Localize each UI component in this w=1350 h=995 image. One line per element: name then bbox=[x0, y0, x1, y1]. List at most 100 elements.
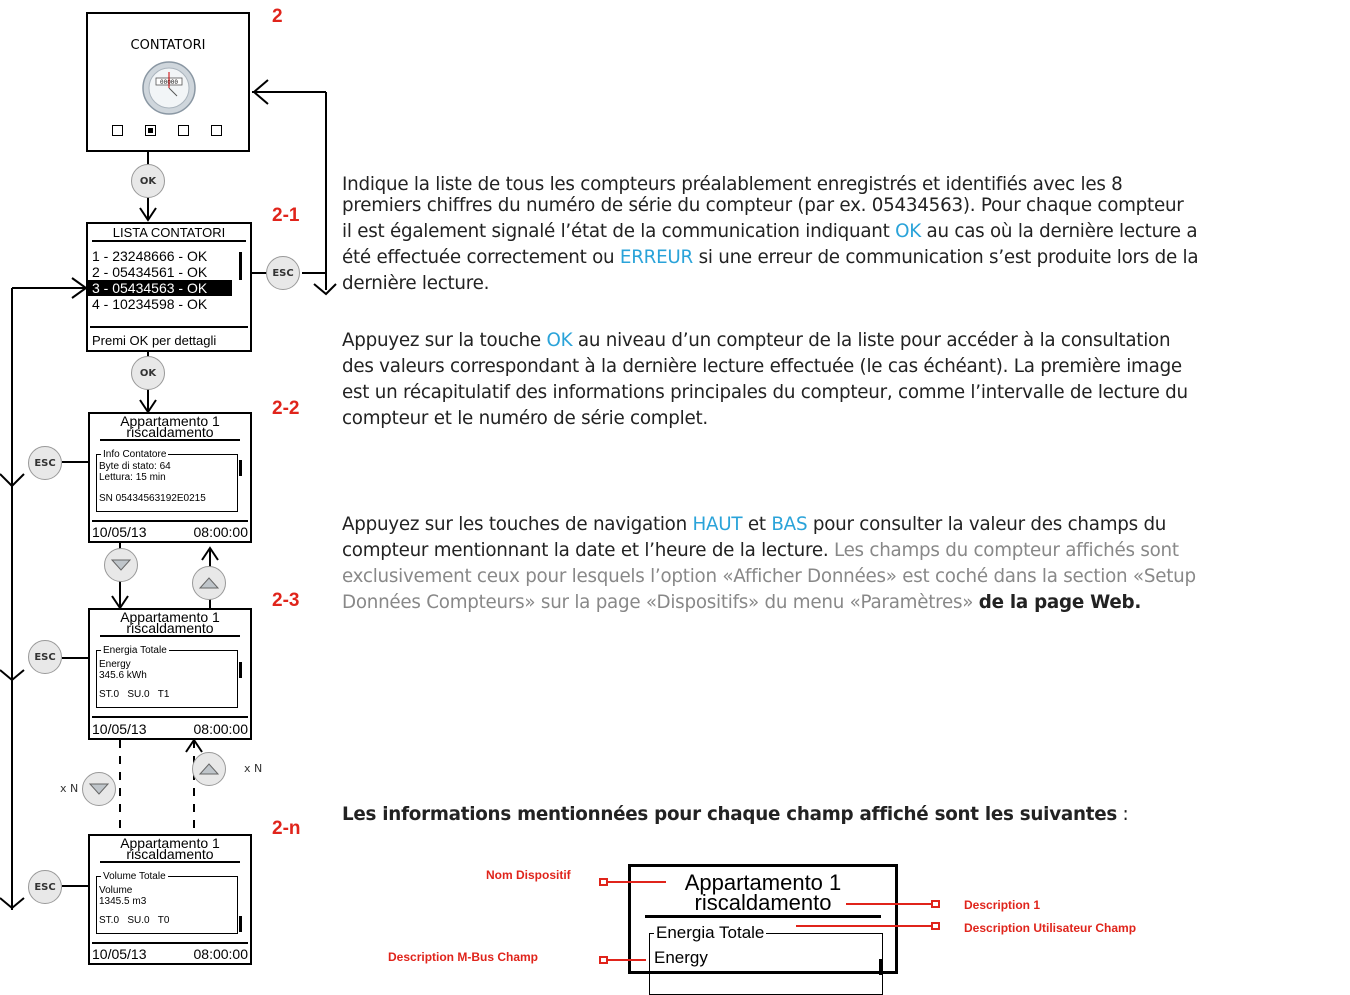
field-value-text: 1345.5 m3 bbox=[99, 896, 147, 907]
scrollbar[interactable] bbox=[239, 916, 242, 932]
text-line: compteur mentionnant la date et l’heure … bbox=[342, 538, 1342, 564]
text-line: Appuyez sur la touche OK au niveau d’un … bbox=[342, 328, 1342, 354]
page-dot-4 bbox=[211, 125, 222, 136]
date-text: 10/05/13 bbox=[92, 946, 147, 962]
field-group-box: Volume Totale Volume 1345.5 m3 ST.0 SU.0… bbox=[96, 871, 238, 934]
legend-screen: Appartamento 1 riscaldamento Energia Tot… bbox=[628, 864, 898, 995]
paragraph-field-info-heading: Les informations mentionnées pour chaque… bbox=[342, 802, 1342, 828]
serial-number-text: SN 05434563192E0215 bbox=[99, 493, 206, 504]
legend-group-box: Energia Totale Energy bbox=[649, 923, 883, 995]
down-button[interactable] bbox=[82, 772, 116, 806]
screen-description: riscaldamento bbox=[100, 425, 240, 441]
text-span: pour consulter la valeur des champs du bbox=[807, 514, 1167, 535]
text-line: dernière lecture. bbox=[342, 273, 490, 294]
arrow-down-icon bbox=[88, 783, 110, 795]
text-line: est un récapitulatif des informations pr… bbox=[342, 382, 1188, 403]
highlight-ok: OK bbox=[895, 221, 921, 242]
text-span-bold: de la page Web. bbox=[978, 592, 1142, 613]
text-span: : bbox=[1117, 804, 1129, 825]
text-span: été effectuée correctement ou bbox=[342, 247, 620, 268]
text-span: au cas où la dernière lecture a bbox=[920, 221, 1198, 242]
page-dot-3 bbox=[178, 125, 189, 136]
time-text: 08:00:00 bbox=[193, 946, 249, 962]
screen-device-name: Appartamento 1 bbox=[120, 835, 220, 851]
date-time-bar: 10/05/13 08:00:00 bbox=[92, 721, 248, 737]
up-button[interactable] bbox=[192, 566, 226, 600]
field-name-text: Volume bbox=[99, 885, 133, 896]
text-span: au niveau d’un compteur de la liste pour… bbox=[572, 330, 1171, 351]
highlight-ok: OK bbox=[546, 330, 573, 351]
legend-label-desc-mbus: Description M-Bus Champ bbox=[388, 950, 539, 964]
screen-description: riscaldamento bbox=[100, 621, 240, 637]
screen-contatori: CONTATORI 00000 bbox=[86, 12, 250, 152]
ok-button[interactable]: OK bbox=[131, 356, 165, 390]
text-line: Indique la liste de tous les compteurs p… bbox=[342, 174, 1123, 195]
group-title: Info Contatore bbox=[101, 449, 169, 460]
legend-field-name: Energy bbox=[654, 948, 708, 967]
text-line: compteur et le numéro de série complet. bbox=[342, 408, 708, 429]
meter-gauge-icon: 00000 bbox=[142, 61, 196, 115]
status-byte-text: Byte di stato: 64 bbox=[99, 461, 171, 472]
esc-button[interactable]: ESC bbox=[28, 446, 62, 480]
esc-button[interactable]: ESC bbox=[28, 640, 62, 674]
legend-connectors bbox=[599, 878, 940, 964]
legend-description: riscaldamento bbox=[694, 890, 832, 915]
step-label-2-1: 2-1 bbox=[272, 205, 300, 226]
screen-device-name: Appartamento 1 bbox=[120, 413, 220, 429]
time-text: 08:00:00 bbox=[193, 721, 249, 737]
screen-description: riscaldamento bbox=[100, 847, 240, 863]
paragraph-ok-description: Appuyez sur la touche OK au niveau d’un … bbox=[342, 328, 1342, 432]
text-line: Appuyez sur les touches de navigation HA… bbox=[342, 512, 1342, 538]
text-line: des valeurs correspondant à la dernière … bbox=[342, 356, 1182, 377]
up-button[interactable] bbox=[192, 752, 226, 786]
group-title: Energia Totale bbox=[101, 645, 169, 656]
text-line-grey: exclusivement ceux pour lesquels l’optio… bbox=[342, 566, 1196, 587]
date-time-bar: 10/05/13 08:00:00 bbox=[92, 524, 248, 540]
screen-device-name: Appartamento 1 bbox=[120, 609, 220, 625]
list-item[interactable]: 1 - 23248666 - OK bbox=[92, 248, 208, 264]
text-span: si une erreur de communication s’est pro… bbox=[693, 247, 1199, 268]
scrollbar[interactable] bbox=[239, 662, 242, 678]
highlight-erreur: ERREUR bbox=[619, 247, 694, 268]
screen-volume-totale: Appartamento 1 riscaldamento Volume Tota… bbox=[88, 834, 252, 965]
down-button[interactable] bbox=[104, 548, 138, 582]
info-group-box: Info Contatore Byte di stato: 64 Lettura… bbox=[96, 449, 238, 512]
esc-button[interactable]: ESC bbox=[266, 256, 300, 290]
scrollbar[interactable] bbox=[239, 252, 242, 280]
text-line: il est également signalé l’état de la co… bbox=[342, 219, 1342, 245]
list-item-selected[interactable]: 3 - 05434563 - OK bbox=[88, 280, 232, 296]
date-text: 10/05/13 bbox=[92, 524, 147, 540]
esc-button[interactable]: ESC bbox=[28, 870, 62, 904]
date-time-bar: 10/05/13 08:00:00 bbox=[92, 946, 248, 962]
text-span: et bbox=[742, 514, 772, 535]
text-line: Données Compteurs» sur la page «Disposit… bbox=[342, 590, 1342, 616]
step-label-2-n: 2-n bbox=[272, 818, 301, 839]
repeat-label: x N bbox=[244, 762, 263, 775]
lista-footer: Premi OK per dettagli bbox=[92, 333, 217, 348]
page-dot-1 bbox=[112, 125, 123, 136]
text-span: il est également signalé l’état de la co… bbox=[342, 221, 896, 242]
legend-label-desc-user: Description Utilisateur Champ bbox=[964, 921, 1137, 935]
screen-lista-contatori: LISTA CONTATORI 1 - 23248666 - OK 2 - 05… bbox=[86, 222, 252, 352]
text-line: été effectuée correctement ou ERREUR si … bbox=[342, 245, 1342, 271]
arrow-up-icon bbox=[198, 763, 220, 775]
lista-items: 1 - 23248666 - OK 2 - 05434561 - OK 3 - … bbox=[88, 248, 250, 312]
page-indicator bbox=[112, 125, 222, 136]
text-line: premiers chiffres du numéro de série du … bbox=[342, 195, 1184, 216]
list-item[interactable]: 2 - 05434561 - OK bbox=[92, 264, 208, 280]
list-item[interactable]: 4 - 10234598 - OK bbox=[92, 296, 208, 312]
ok-button[interactable]: OK bbox=[131, 164, 165, 198]
scrollbar[interactable] bbox=[239, 460, 242, 476]
lista-title: LISTA CONTATORI bbox=[92, 226, 246, 242]
field-name-text: Energy bbox=[99, 659, 131, 670]
text-span: Appuyez sur la touche bbox=[342, 330, 547, 351]
date-text: 10/05/13 bbox=[92, 721, 147, 737]
paragraph-navigation: Appuyez sur les touches de navigation HA… bbox=[342, 512, 1342, 616]
repeat-label: x N bbox=[60, 782, 79, 795]
paragraph-list-description: Indique la liste de tous les compteurs p… bbox=[342, 172, 1342, 297]
field-value-text: 345.6 kWh bbox=[99, 670, 147, 681]
screen-info-contatore: Appartamento 1 riscaldamento Info Contat… bbox=[88, 412, 252, 543]
reading-interval-text: Lettura: 15 min bbox=[99, 472, 166, 483]
highlight-bas: BAS bbox=[771, 514, 808, 535]
legend-group-title: Energia Totale bbox=[654, 923, 767, 943]
